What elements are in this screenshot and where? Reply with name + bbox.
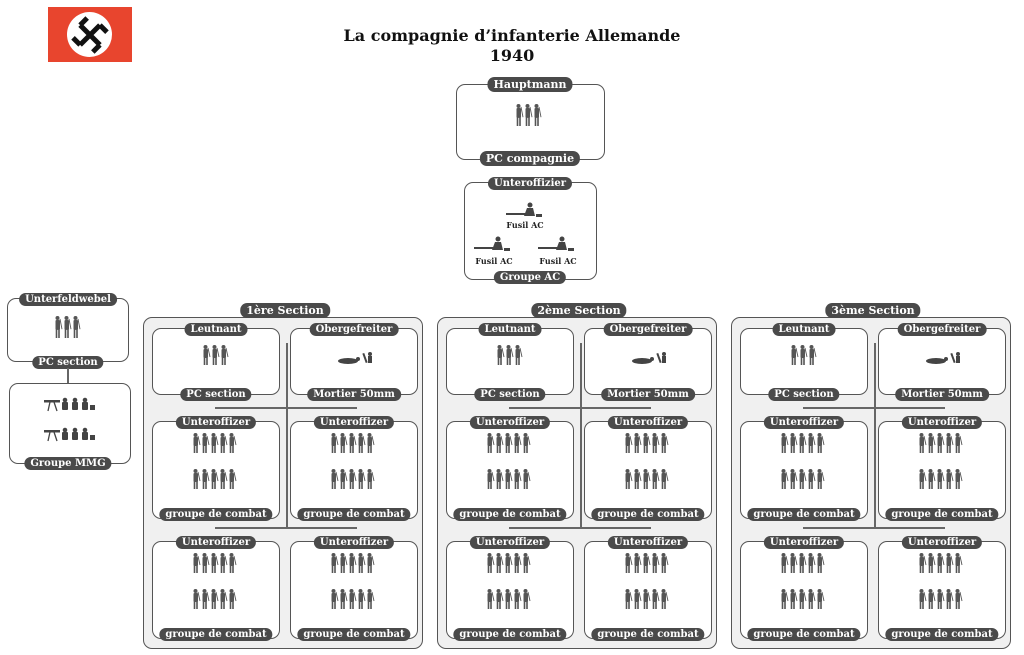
squad-soldiers-icon bbox=[485, 469, 532, 493]
squad-soldiers-icon bbox=[191, 469, 238, 493]
pc-section-label: PC section bbox=[768, 388, 840, 401]
combat-group-label: groupe de combat bbox=[453, 628, 567, 641]
mortar-top-label: Obergefreiter bbox=[309, 323, 399, 336]
combat-group-label: groupe de combat bbox=[297, 628, 411, 641]
mortar-top-label: Obergefreiter bbox=[897, 323, 987, 336]
section-label: 1ère Section bbox=[240, 303, 330, 318]
combat-group-label: groupe de combat bbox=[159, 628, 273, 641]
squad-soldiers-icon bbox=[623, 553, 670, 577]
mmg-group-label: Groupe MMG bbox=[24, 457, 112, 470]
mmg-crew-icon bbox=[44, 396, 96, 416]
mmg-pc-soldiers-icon bbox=[53, 316, 82, 342]
squad-soldiers-icon bbox=[623, 469, 670, 493]
squad-leader-label: Unteroffizer bbox=[313, 416, 395, 429]
squad-soldiers-icon bbox=[779, 469, 826, 493]
at-rifle-icon bbox=[474, 236, 510, 258]
at-weapon-label: Fusil AC bbox=[539, 256, 577, 266]
leader-label: Leutnant bbox=[772, 323, 836, 336]
squad-leader-label: Unteroffizer bbox=[175, 536, 257, 549]
squad-soldiers-icon bbox=[191, 553, 238, 577]
squad-leader-label: Unteroffizer bbox=[901, 536, 983, 549]
combat-group-label: groupe de combat bbox=[591, 628, 705, 641]
squad-leader-label: Unteroffizer bbox=[469, 536, 551, 549]
squad-soldiers-icon bbox=[191, 589, 238, 613]
mortar-bottom-label: Mortier 50mm bbox=[601, 388, 695, 401]
at-weapon-label: Fusil AC bbox=[475, 256, 513, 266]
mmg-pc-bottom-label: PC section bbox=[32, 356, 104, 369]
section-label: 3ème Section bbox=[825, 303, 921, 318]
leader-soldiers-icon bbox=[201, 345, 230, 369]
page-title: La compagnie d’infanterie Allemande bbox=[343, 26, 681, 45]
combat-group-label: groupe de combat bbox=[159, 508, 273, 521]
hq-box bbox=[456, 84, 605, 160]
leader-label: Leutnant bbox=[478, 323, 542, 336]
combat-group-label: groupe de combat bbox=[885, 508, 999, 521]
mmg-pc-top-label: Unterfeldwebel bbox=[19, 293, 117, 306]
squad-leader-label: Unteroffizer bbox=[607, 416, 689, 429]
pc-section-label: PC section bbox=[180, 388, 252, 401]
squad-leader-label: Unteroffizer bbox=[469, 416, 551, 429]
squad-soldiers-icon bbox=[485, 589, 532, 613]
combat-group-label: groupe de combat bbox=[885, 628, 999, 641]
hq-top-label: Hauptmann bbox=[487, 77, 573, 92]
squad-leader-label: Unteroffizer bbox=[763, 536, 845, 549]
squad-leader-label: Unteroffizer bbox=[607, 536, 689, 549]
mortar-bottom-label: Mortier 50mm bbox=[895, 388, 989, 401]
squad-soldiers-icon bbox=[623, 589, 670, 613]
combat-group-label: groupe de combat bbox=[747, 508, 861, 521]
at-weapon-label: Fusil AC bbox=[506, 220, 544, 230]
mmg-crew-icon bbox=[44, 426, 96, 446]
squad-soldiers-icon bbox=[779, 553, 826, 577]
leader-label: Leutnant bbox=[184, 323, 248, 336]
combat-group-label: groupe de combat bbox=[297, 508, 411, 521]
pc-section-box bbox=[740, 328, 868, 395]
mortar-icon bbox=[924, 349, 966, 369]
squad-soldiers-icon bbox=[917, 469, 964, 493]
mortar-bottom-label: Mortier 50mm bbox=[307, 388, 401, 401]
at-rifle-icon bbox=[506, 202, 542, 224]
squad-leader-label: Unteroffizer bbox=[763, 416, 845, 429]
squad-soldiers-icon bbox=[485, 553, 532, 577]
squad-leader-label: Unteroffizer bbox=[175, 416, 257, 429]
squad-soldiers-icon bbox=[779, 589, 826, 613]
combat-group-label: groupe de combat bbox=[591, 508, 705, 521]
mortar-icon bbox=[630, 349, 672, 369]
swastika-icon bbox=[71, 16, 109, 54]
leader-soldiers-icon bbox=[495, 345, 524, 369]
mortar-top-label: Obergefreiter bbox=[603, 323, 693, 336]
squad-leader-label: Unteroffizer bbox=[901, 416, 983, 429]
at-rifle-icon bbox=[538, 236, 574, 258]
squad-soldiers-icon bbox=[917, 433, 964, 457]
at-group-bottom-label: Groupe AC bbox=[493, 271, 567, 284]
squad-soldiers-icon bbox=[329, 433, 376, 457]
squad-soldiers-icon bbox=[329, 553, 376, 577]
squad-soldiers-icon bbox=[329, 469, 376, 493]
hq-soldiers-icon bbox=[514, 104, 543, 130]
squad-soldiers-icon bbox=[917, 589, 964, 613]
at-group-top-label: Unteroffizier bbox=[487, 177, 573, 190]
squad-leader-label: Unteroffizer bbox=[313, 536, 395, 549]
squad-soldiers-icon bbox=[779, 433, 826, 457]
hq-bottom-label: PC compagnie bbox=[479, 151, 581, 166]
flag bbox=[48, 7, 132, 62]
page-year: 1940 bbox=[489, 46, 535, 65]
pc-section-label: PC section bbox=[474, 388, 546, 401]
squad-soldiers-icon bbox=[917, 553, 964, 577]
section-label: 2ème Section bbox=[531, 303, 627, 318]
mortar-icon bbox=[336, 349, 378, 369]
leader-soldiers-icon bbox=[789, 345, 818, 369]
combat-group-label: groupe de combat bbox=[453, 508, 567, 521]
squad-soldiers-icon bbox=[485, 433, 532, 457]
squad-soldiers-icon bbox=[623, 433, 670, 457]
combat-group-label: groupe de combat bbox=[747, 628, 861, 641]
squad-soldiers-icon bbox=[329, 589, 376, 613]
squad-soldiers-icon bbox=[191, 433, 238, 457]
